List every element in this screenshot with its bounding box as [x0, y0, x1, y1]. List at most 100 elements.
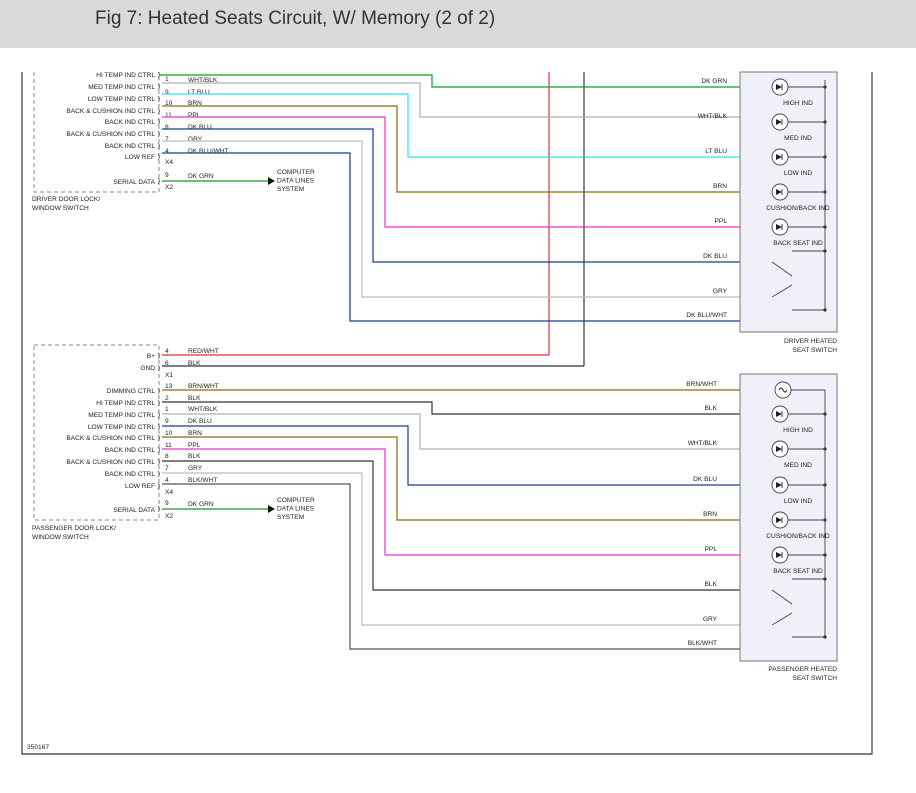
- passenger-wire-label: BLK: [188, 395, 201, 402]
- passenger-switch-box: [739, 373, 838, 662]
- driver-pin-tick: [157, 71, 160, 79]
- passenger-indicator-label: HIGH IND: [783, 427, 813, 434]
- driver-switch-box: [739, 71, 838, 333]
- driver-wire: [162, 82, 740, 118]
- driver-junction-dot: [823, 249, 827, 253]
- passenger-right-wire-label: BLK/WHT: [688, 640, 717, 647]
- passenger-wire: [162, 460, 740, 591]
- passenger-pin-tick: [157, 434, 160, 442]
- passenger-power-wire-label: BLK: [188, 360, 201, 367]
- driver-pin-label: MED TEMP IND CTRL: [88, 84, 155, 91]
- passenger-pin-number: 4: [165, 477, 169, 484]
- passenger-wire-label: GRY: [188, 465, 203, 472]
- passenger-pin-number: 8: [165, 453, 169, 460]
- passenger-indicator-label: BACK SEAT IND: [773, 568, 823, 575]
- passenger-pin-label: BACK IND CTRL: [105, 471, 156, 478]
- passenger-power-pin: 4: [165, 348, 169, 355]
- passenger-pin-label: LOW REF: [125, 483, 155, 490]
- passenger-junction-dot: [823, 635, 827, 639]
- passenger-indicator-label: CUSHION/BACK IND: [766, 533, 830, 540]
- passenger-lamp-diode: [776, 446, 782, 452]
- passenger-right-wire-label: BRN/WHT: [686, 381, 717, 388]
- passenger-indicator-label: LOW IND: [784, 498, 812, 505]
- passenger-power-label: GND: [140, 365, 155, 372]
- driver-right-wire-label: DK GRN: [701, 78, 727, 85]
- driver-module-name: DRIVER DOOR LOCK/: [32, 196, 100, 203]
- passenger-power-label: B+: [147, 353, 155, 360]
- driver-wire-label: PPL: [188, 112, 201, 119]
- driver-right-wire-label: DK BLU/WHT: [686, 312, 727, 319]
- driver-indicator-label: CUSHION/BACK IND: [766, 205, 830, 212]
- passenger-serial-pin: 9: [165, 500, 169, 507]
- driver-wire: [162, 105, 740, 193]
- passenger-serial-dest: DATA LINES: [277, 506, 315, 513]
- passenger-power-tick: [157, 352, 160, 360]
- passenger-connector-x1: X1: [165, 372, 173, 379]
- driver-connector-x2: X2: [165, 184, 173, 191]
- driver-pin-number: 4: [165, 148, 169, 155]
- passenger-wire-label: PPL: [188, 442, 201, 449]
- driver-serial-label: SERIAL DATA: [113, 179, 155, 186]
- passenger-wire-label: BRN/WHT: [188, 383, 219, 390]
- driver-pin-label: LOW REF: [125, 154, 155, 161]
- driver-lamp-diode: [776, 84, 782, 90]
- driver-junction-dot: [823, 308, 827, 312]
- passenger-pin-number: 10: [165, 430, 173, 437]
- passenger-serial-label: SERIAL DATA: [113, 507, 155, 514]
- passenger-right-wire-label: BLK: [705, 581, 718, 588]
- passenger-wire-label: WHT/BLK: [188, 406, 218, 413]
- driver-pin-number: 7: [165, 136, 169, 143]
- passenger-power-wire-label: RED/WHT: [188, 348, 219, 355]
- passenger-pin-label: MED TEMP IND CTRL: [88, 412, 155, 419]
- passenger-pin-label: BACK & CUSHION IND CTRL: [66, 459, 155, 466]
- passenger-pin-number: 1: [165, 406, 169, 413]
- passenger-switch-name: SEAT SWITCH: [793, 675, 838, 682]
- driver-serial-dest: COMPUTER: [277, 169, 315, 176]
- driver-serial-pin: 9: [165, 172, 169, 179]
- driver-indicator-label: HIGH IND: [783, 100, 813, 107]
- passenger-lamp-diode: [776, 517, 782, 523]
- driver-wire: [162, 140, 740, 298]
- driver-wire-label: GRY: [188, 136, 203, 143]
- driver-serial-wire-label: DK GRN: [188, 173, 214, 180]
- driver-switch-contact: [771, 261, 793, 277]
- driver-right-wire-label: WHT/BLK: [698, 113, 728, 120]
- driver-serial-dest: DATA LINES: [277, 178, 315, 185]
- driver-wire-label: DK BLU/WHT: [188, 148, 229, 155]
- passenger-lamp-diode: [776, 482, 782, 488]
- passenger-right-wire-label: BLK: [705, 405, 718, 412]
- driver-wire-label: DK BLU: [188, 124, 212, 131]
- passenger-module-box: [33, 344, 160, 521]
- passenger-switch-contact: [771, 612, 793, 626]
- driver-serial-dest: SYSTEM: [277, 186, 304, 193]
- passenger-power-pin: 6: [165, 360, 169, 367]
- driver-indicator-label: MED IND: [784, 135, 812, 142]
- passenger-pin-tick: [157, 458, 160, 466]
- driver-lamp-diode: [776, 119, 782, 125]
- passenger-right-wire-label: DK BLU: [693, 476, 717, 483]
- passenger-wire: [162, 413, 740, 450]
- passenger-pin-tick: [157, 411, 160, 419]
- passenger-wire: [162, 472, 740, 626]
- passenger-lamp-diode: [776, 411, 782, 417]
- passenger-pin-tick: [157, 470, 160, 478]
- passenger-junction-dot: [823, 577, 827, 581]
- driver-pin-label: BACK IND CTRL: [105, 143, 156, 150]
- passenger-pin-number: 7: [165, 465, 169, 472]
- figure-title: Fig 7: Heated Seats Circuit, W/ Memory (…: [95, 8, 496, 29]
- driver-pin-tick: [157, 142, 160, 150]
- passenger-module-name-2: WINDOW SWITCH: [32, 534, 89, 541]
- driver-pin-label: BACK & CUSHION IND CTRL: [66, 108, 155, 115]
- passenger-pin-tick: [157, 423, 160, 431]
- passenger-pin-tick: [157, 446, 160, 454]
- passenger-pin-label: DIMMING CTRL: [107, 388, 156, 395]
- passenger-right-wire-label: WHT/BLK: [688, 440, 718, 447]
- driver-wire: [162, 128, 740, 263]
- passenger-pin-number: 2: [165, 395, 169, 402]
- passenger-wire: [162, 483, 740, 650]
- passenger-pin-tick: [157, 387, 160, 395]
- passenger-connector-x4: X4: [165, 489, 173, 496]
- passenger-serial-dest: SYSTEM: [277, 514, 304, 521]
- passenger-switch-name: PASSENGER HEATED: [768, 666, 837, 673]
- passenger-pin-number: 13: [165, 383, 173, 390]
